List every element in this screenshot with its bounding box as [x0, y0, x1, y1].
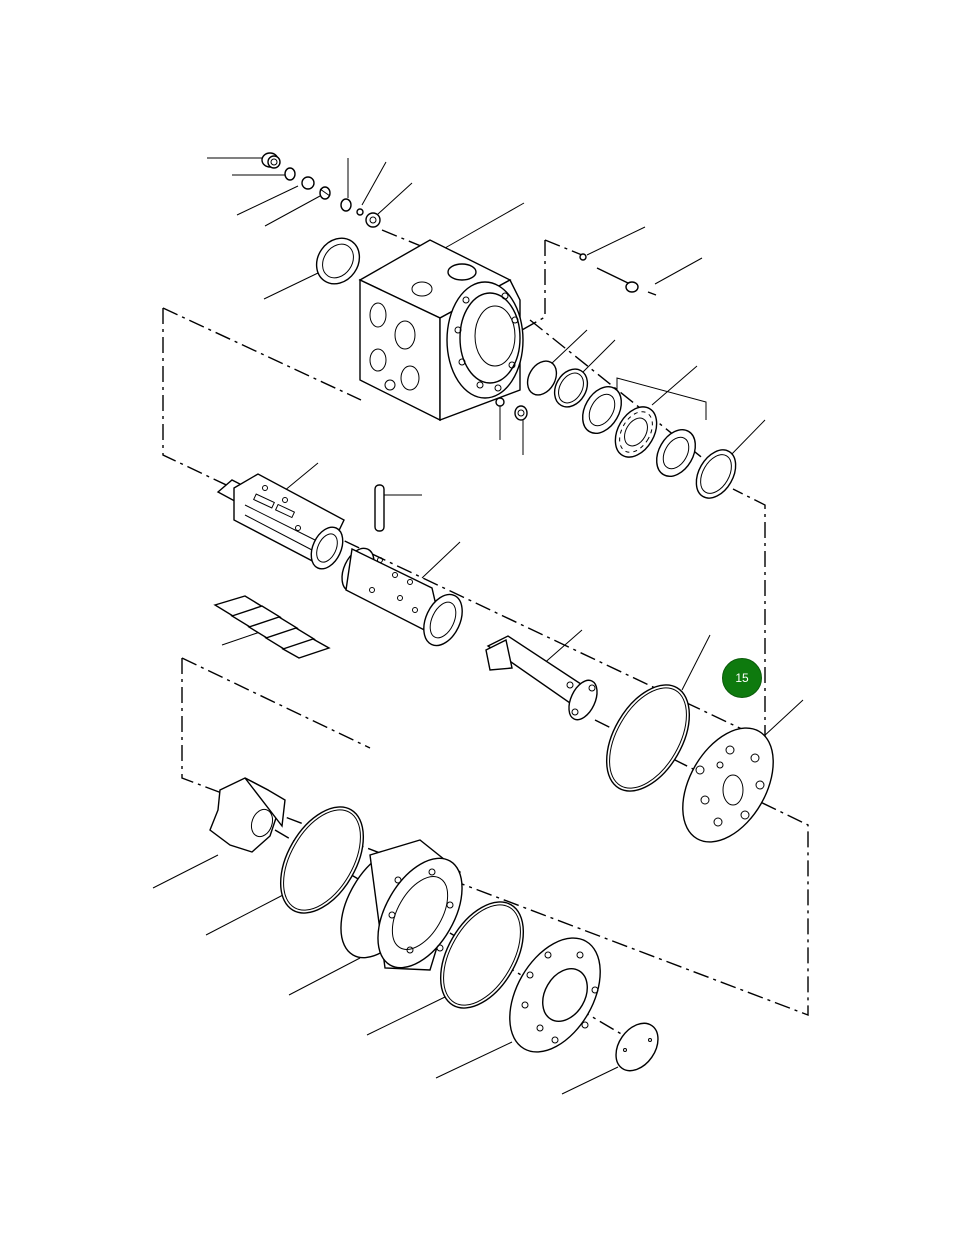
sleeve [341, 547, 463, 647]
needle-bearing [614, 406, 658, 458]
spacer-plate [682, 727, 774, 843]
rotor [209, 777, 286, 853]
pin-small [647, 291, 657, 296]
quad-ring [553, 368, 589, 408]
centering-springs [213, 595, 331, 659]
plug-screw [514, 405, 528, 421]
check-valve-ball-seat [301, 176, 331, 200]
o-ring [279, 806, 365, 914]
seal-washer [315, 237, 361, 285]
thrust-washer [655, 429, 697, 477]
plug-fitting [261, 152, 281, 169]
end-cap [509, 937, 601, 1053]
o-ring-2 [439, 901, 525, 1009]
retaining-ring [695, 449, 737, 499]
name-plate [615, 1022, 659, 1072]
o-ring-small [284, 167, 296, 181]
dust-seal [526, 360, 558, 396]
valve-housing [358, 239, 524, 422]
check-plug [365, 212, 381, 228]
o-ring-large [605, 684, 691, 792]
leader-lines [152, 157, 804, 1095]
ball [340, 198, 364, 216]
gerotor-ring [340, 839, 463, 971]
plug-ball [495, 397, 505, 407]
spool [216, 473, 345, 570]
pin-guide [579, 253, 639, 293]
cross-pin [374, 484, 385, 532]
part-callout-15[interactable]: 15 [722, 658, 762, 698]
bushing [581, 386, 623, 434]
drive-shaft [485, 635, 598, 721]
